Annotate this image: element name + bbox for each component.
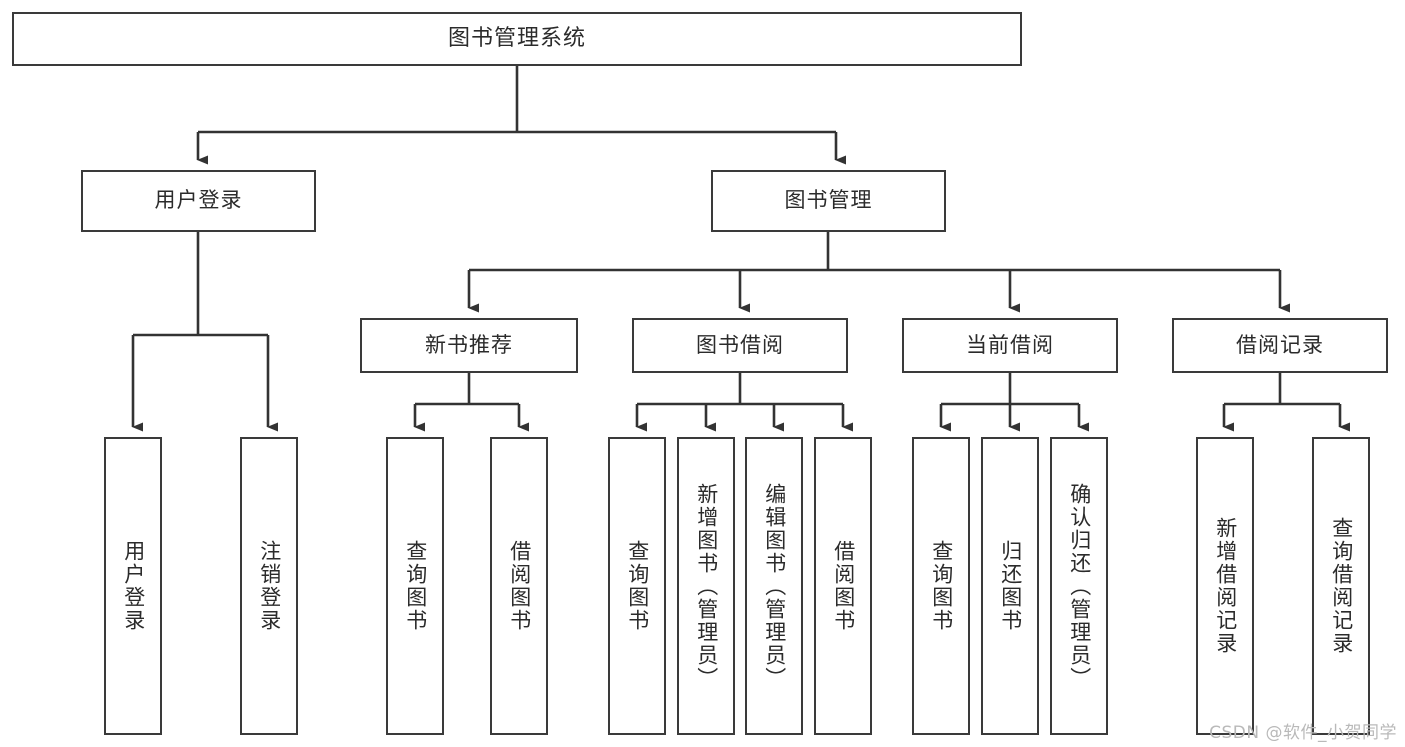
leaf-edit-book-admin[interactable]: 编辑图书（管理员） [745,437,803,735]
node-label: 新书推荐 [425,332,513,357]
node-label: 借阅记录 [1236,332,1324,357]
node-current-borrow[interactable]: 当前借阅 [902,318,1118,373]
node-label: 确认归还（管理员） [1067,482,1092,690]
node-label: 图书借阅 [696,332,784,357]
node-borrow-record[interactable]: 借阅记录 [1172,318,1388,373]
node-label: 图书管理系统 [447,25,586,51]
leaf-query-book-borrow[interactable]: 查询图书 [608,437,666,735]
node-label: 当前借阅 [966,332,1054,357]
node-label: 用户登录 [154,188,243,213]
node-label: 查询图书 [403,540,428,632]
leaf-add-borrow-record[interactable]: 新增借阅记录 [1196,437,1254,735]
watermark-text: CSDN @软件_小贺同学 [1209,723,1397,743]
node-label: 图书管理 [784,188,873,213]
node-label: 注销登录 [257,540,282,632]
leaf-user-login[interactable]: 用户登录 [104,437,162,735]
leaf-confirm-return-admin[interactable]: 确认归还（管理员） [1050,437,1108,735]
node-label: 借阅图书 [507,540,532,632]
leaf-query-borrow-record[interactable]: 查询借阅记录 [1312,437,1370,735]
node-book-management[interactable]: 图书管理 [711,170,946,232]
node-book-borrow[interactable]: 图书借阅 [632,318,848,373]
leaf-add-book-admin[interactable]: 新增图书（管理员） [677,437,735,735]
node-user-login[interactable]: 用户登录 [81,170,316,232]
node-label: 归还图书 [998,540,1023,632]
leaf-query-book-current[interactable]: 查询图书 [912,437,970,735]
leaf-borrow-book[interactable]: 借阅图书 [814,437,872,735]
node-label: 新增借阅记录 [1213,517,1238,655]
node-label: 查询图书 [625,540,650,632]
node-new-book-recommend[interactable]: 新书推荐 [360,318,578,373]
node-label: 用户登录 [121,540,146,632]
leaf-query-book-recommend[interactable]: 查询图书 [386,437,444,735]
node-label: 查询图书 [929,540,954,632]
node-label: 编辑图书（管理员） [762,482,787,690]
node-label: 借阅图书 [831,540,856,632]
node-label: 新增图书（管理员） [694,482,719,690]
leaf-user-logout[interactable]: 注销登录 [240,437,298,735]
leaf-borrow-book-recommend[interactable]: 借阅图书 [490,437,548,735]
leaf-return-book[interactable]: 归还图书 [981,437,1039,735]
node-label: 查询借阅记录 [1329,517,1354,655]
node-root-system[interactable]: 图书管理系统 [12,12,1022,66]
